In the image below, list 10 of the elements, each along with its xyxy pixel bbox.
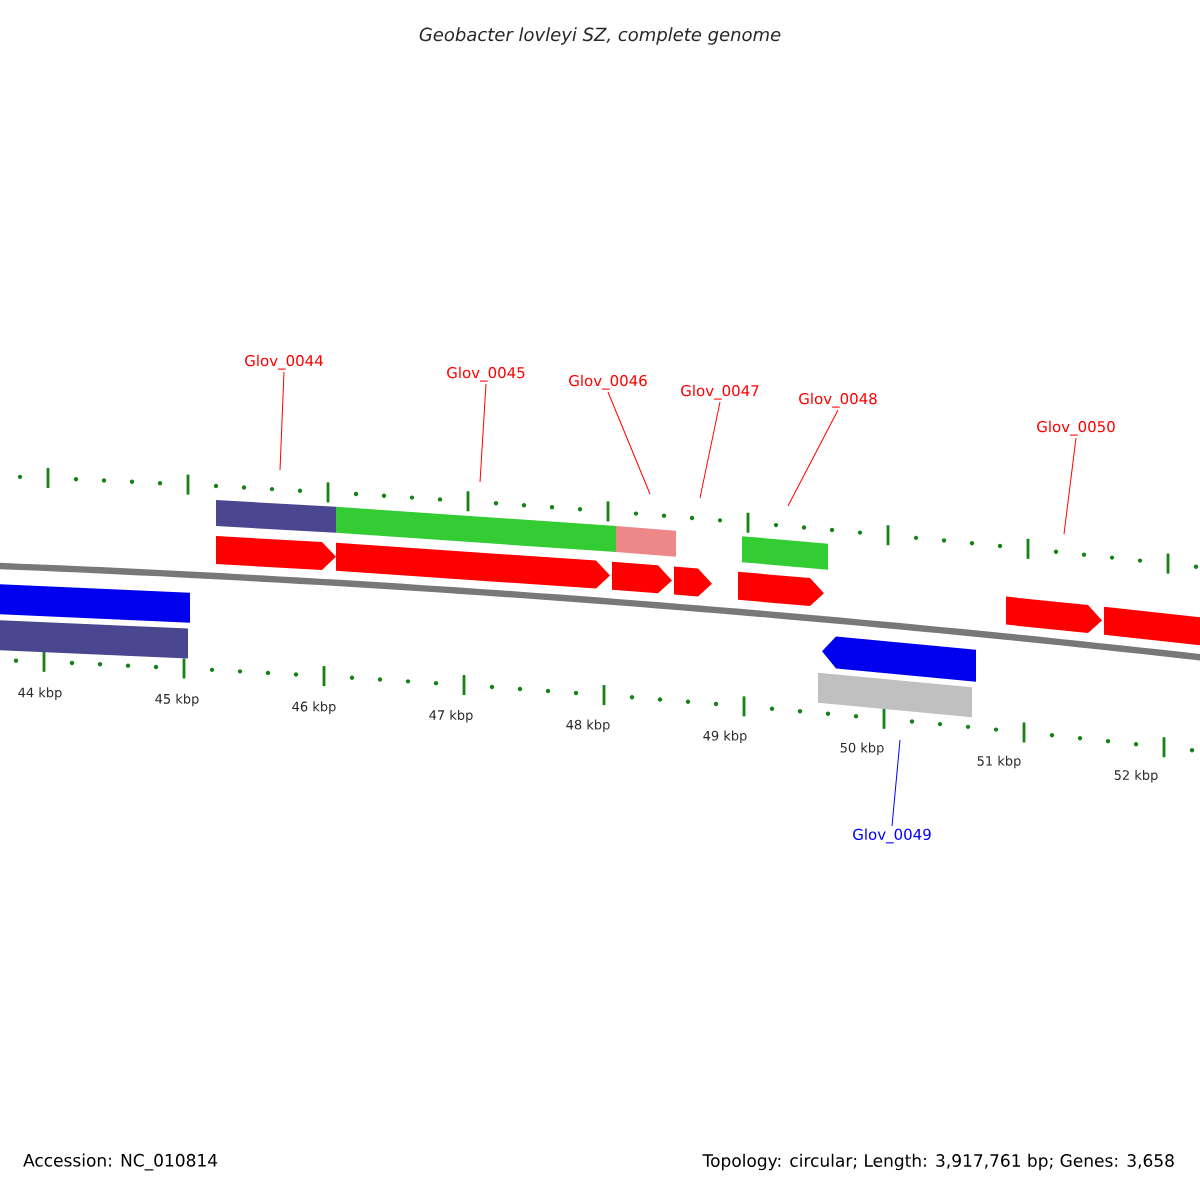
leader-line — [479, 383, 487, 483]
accession-text: Accession: NC_010814 — [23, 1153, 218, 1171]
leader-line — [607, 391, 651, 495]
leader-line — [787, 409, 839, 507]
topology-text: Topology: circular; Length: 3,917,761 bp; Genes: 3,658 — [702, 1153, 1174, 1171]
leader-line — [891, 739, 901, 827]
leader-line — [699, 401, 721, 499]
leader-line — [1063, 437, 1077, 535]
title: Geobacter lovleyi SZ, complete genome — [419, 27, 781, 45]
leader-line — [279, 371, 285, 471]
